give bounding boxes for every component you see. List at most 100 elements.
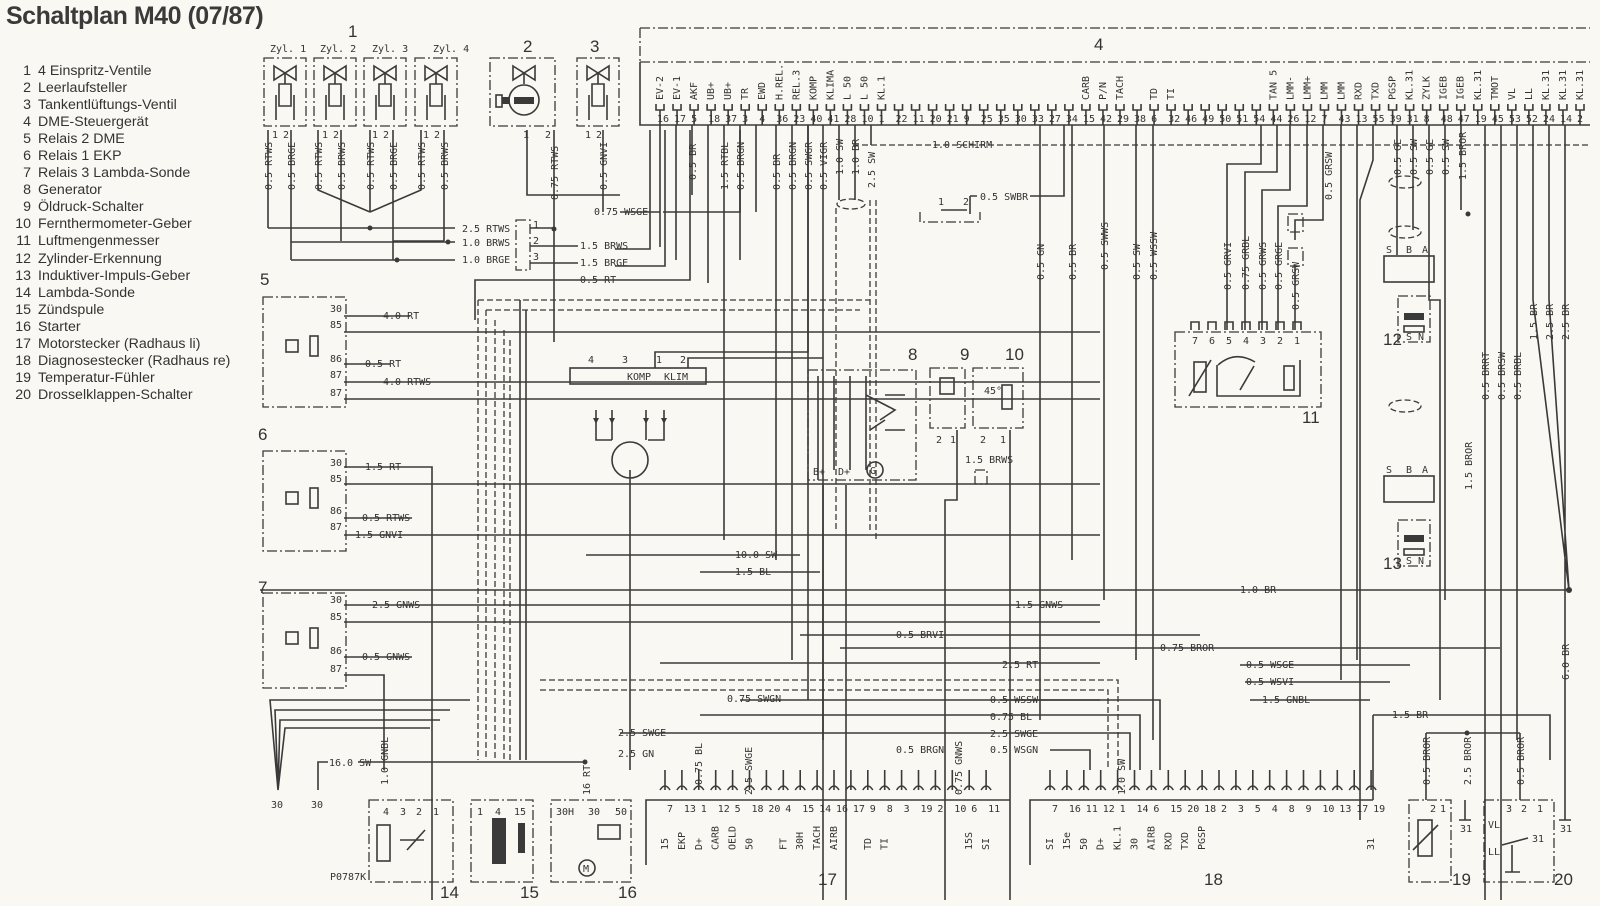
pin-label: 1 xyxy=(533,220,539,231)
plug-pin xyxy=(743,770,756,791)
dme-pin-signal: IGEB xyxy=(1456,76,1467,100)
wire-label: 4.0 RTWS xyxy=(383,377,431,388)
diagnosis-plug-pin-row: 7SI1615e115012D+1KL.114306AIRB15RXD20TXD… xyxy=(1044,770,1385,850)
wire-label: 2.5 RTWS xyxy=(462,224,510,235)
dme-pin-socket xyxy=(1166,104,1176,125)
plug-pin-number: 6 xyxy=(1153,804,1159,815)
switch-housing xyxy=(919,212,981,223)
dme-pin-socket xyxy=(757,104,768,125)
dme-pin-number: 42 xyxy=(1100,114,1112,125)
coil-primary-icon xyxy=(492,818,506,864)
plug-pin-signal: TACH xyxy=(812,826,823,850)
dme-pin-number: 24 xyxy=(1543,114,1555,125)
wire-label: 0.5 WSSW xyxy=(990,695,1039,706)
plug-pin-number: 5 xyxy=(735,804,741,815)
dme-pin-number: 28 xyxy=(844,114,856,125)
dme-pin-signal: KL.31 xyxy=(1405,70,1416,100)
wire-label: 0.5 GNVI xyxy=(599,142,610,190)
magnet-icon xyxy=(1403,325,1425,333)
ground-icon xyxy=(1559,800,1571,821)
connector-housing xyxy=(515,219,531,271)
wire xyxy=(822,485,847,900)
terminal-label: B+ xyxy=(813,467,825,478)
wire xyxy=(344,604,1100,770)
wire-label: 0.5 WSVI xyxy=(1246,677,1294,688)
wire-label: 6.0 BR xyxy=(1561,643,1572,680)
wire-label: 0.5 SW xyxy=(1132,243,1143,280)
wire-label: 0.5 VIGR xyxy=(819,141,830,190)
component-12-number: 12 xyxy=(1383,330,1402,349)
pin-label: 1 xyxy=(322,130,328,141)
wire xyxy=(344,315,1100,400)
dme-pin-number: 29 xyxy=(1117,114,1129,125)
component-19-number: 19 xyxy=(1452,870,1471,889)
injector-housing xyxy=(363,57,407,127)
dme-pin-socket xyxy=(1507,104,1517,125)
dme-pin-signal: KLIMA xyxy=(825,70,836,100)
dme-pin-socket xyxy=(1285,104,1296,125)
plug-pin xyxy=(1230,770,1242,791)
relay-resistor-icon xyxy=(309,487,319,509)
dme-pin-socket xyxy=(1132,104,1142,125)
wire-label: 0.5 SW xyxy=(1441,138,1452,175)
plug-pin xyxy=(1297,770,1310,791)
lambda-housing xyxy=(368,799,454,883)
dme-pin-socket xyxy=(1251,104,1262,125)
plug-pin xyxy=(946,770,958,791)
dme-pin-number: 5 xyxy=(691,114,697,125)
pin-label: 86 xyxy=(330,646,342,657)
junction-dot xyxy=(582,759,588,765)
injector-valve-icon xyxy=(424,64,448,120)
plug-pin xyxy=(1145,770,1158,791)
lambda-heater-icon xyxy=(376,824,391,862)
wire-label: 0.5 SWGR xyxy=(804,141,815,190)
plug-pin-signal: D+ xyxy=(1096,838,1107,850)
plug-pin-number: 17 xyxy=(1356,804,1368,815)
lmm-pin-number: 4 xyxy=(1243,336,1249,347)
wire-label: 0.75 GNWS xyxy=(954,741,965,795)
dme-pin-socket xyxy=(859,104,870,125)
dme-pin-number: 39 xyxy=(1390,114,1402,125)
dme-pin-signal: EWD xyxy=(757,82,768,100)
wire-label: 0.5 WSSW xyxy=(1149,231,1160,280)
dme-pin-socket xyxy=(1047,104,1057,125)
pin-label: 2 xyxy=(416,807,422,818)
wire xyxy=(1396,125,1462,700)
dme-pin-signal: LMM- xyxy=(1285,76,1296,100)
dme-pin-socket xyxy=(1472,104,1483,125)
relay-coil-icon xyxy=(285,631,299,645)
dme-pin-socket xyxy=(995,104,1006,125)
plug-pin-signal: 50 xyxy=(745,838,756,850)
dme-pin-number: 25 xyxy=(981,114,993,125)
wire-label: 0.5 GRWS xyxy=(1258,242,1269,290)
idle-plunger-core-icon xyxy=(502,97,510,104)
component-6-number: 6 xyxy=(258,425,267,444)
pin-label: 3 xyxy=(533,252,539,263)
dme-pin-socket xyxy=(1115,104,1125,125)
pin-label: 3 xyxy=(1506,804,1512,815)
dme-pin-socket xyxy=(1370,104,1381,125)
wire-label: 0.5 GNWS xyxy=(362,652,410,663)
dme-pin-signal: UB+ xyxy=(723,82,734,100)
plug-pin-number: 15 xyxy=(1170,804,1182,815)
air-flow-meter: 0.5 GRVI 0.75 GRBL 0.5 GRWS 0.5 GRGE 0.5… xyxy=(1174,125,1335,427)
dme-pin-signal: KOMP xyxy=(808,76,819,100)
pin-label: 86 xyxy=(330,506,342,517)
wire xyxy=(944,430,958,900)
wire-label: 2.5 SWGE xyxy=(990,729,1038,740)
pin-label: 2 xyxy=(434,130,440,141)
pin-label: 2 xyxy=(1430,804,1436,815)
dme-pin-socket xyxy=(706,104,716,125)
dme-pin-number: 38 xyxy=(1134,114,1146,125)
plug-pin-number: 19 xyxy=(1373,804,1385,815)
dme-pin-number: 3 xyxy=(742,114,748,125)
pin-label: 1 xyxy=(477,807,483,818)
plug-pin-number: 10 xyxy=(954,804,966,815)
wire-label: 0.5 GRSW xyxy=(1324,151,1335,200)
wire xyxy=(519,300,527,760)
plug-pin-signal: SI xyxy=(981,838,992,850)
wire-label: 0.5 GE xyxy=(1425,139,1436,175)
dme-pin-number: 48 xyxy=(1441,114,1453,125)
